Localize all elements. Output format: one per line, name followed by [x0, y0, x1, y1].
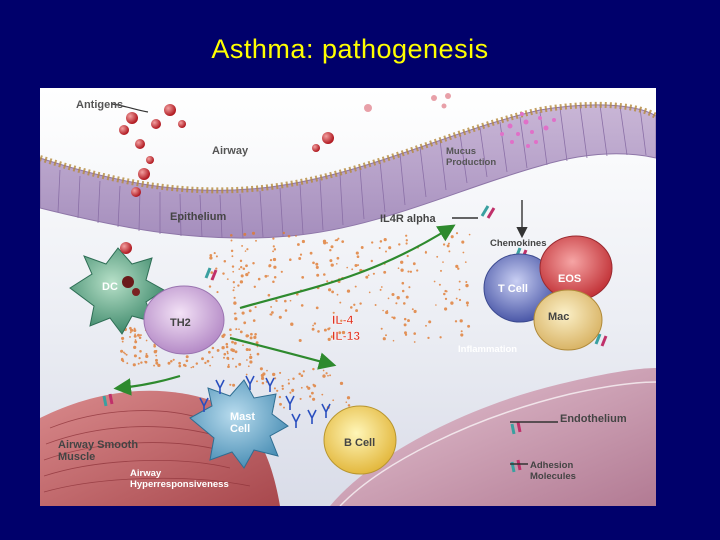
asthma-pathogenesis-diagram: Antigens Airway Mucus Production Epithel…: [40, 88, 656, 506]
label-smooth-line1: Airway Smooth: [58, 439, 138, 451]
label-mac: Mac: [548, 311, 569, 323]
label-tcell: T Cell: [498, 283, 528, 295]
label-il4r: IL4R alpha: [380, 213, 437, 225]
label-smooth-line2: Muscle: [58, 451, 95, 463]
label-inflammation: Inflammation: [458, 344, 517, 355]
label-il4: IL-4: [332, 313, 354, 327]
label-mast-line1: Mast: [230, 411, 255, 423]
label-bcell: B Cell: [344, 437, 375, 449]
label-epithelium: Epithelium: [170, 211, 226, 223]
label-th2: TH2: [170, 317, 191, 329]
label-adhesion-line1: Adhesion: [530, 460, 573, 471]
label-il13: IL-13: [332, 329, 360, 343]
label-airway: Airway: [212, 145, 249, 157]
label-dc: DC: [102, 281, 118, 293]
label-adhesion-line2: Molecules: [530, 471, 576, 482]
label-chemokines: Chemokines: [490, 238, 547, 249]
label-antigens: Antigens: [76, 99, 123, 111]
label-hyper-line1: Airway: [130, 468, 162, 479]
label-mucus-line2: Production: [446, 157, 496, 168]
slide-title: Asthma: pathogenesis: [0, 34, 700, 65]
label-hyper-line2: Hyperresponsiveness: [130, 479, 229, 490]
label-eos: EOS: [558, 273, 581, 285]
label-mast-line2: Cell: [230, 423, 250, 435]
label-mucus-line1: Mucus: [446, 146, 476, 157]
label-endothelium: Endothelium: [560, 413, 627, 425]
